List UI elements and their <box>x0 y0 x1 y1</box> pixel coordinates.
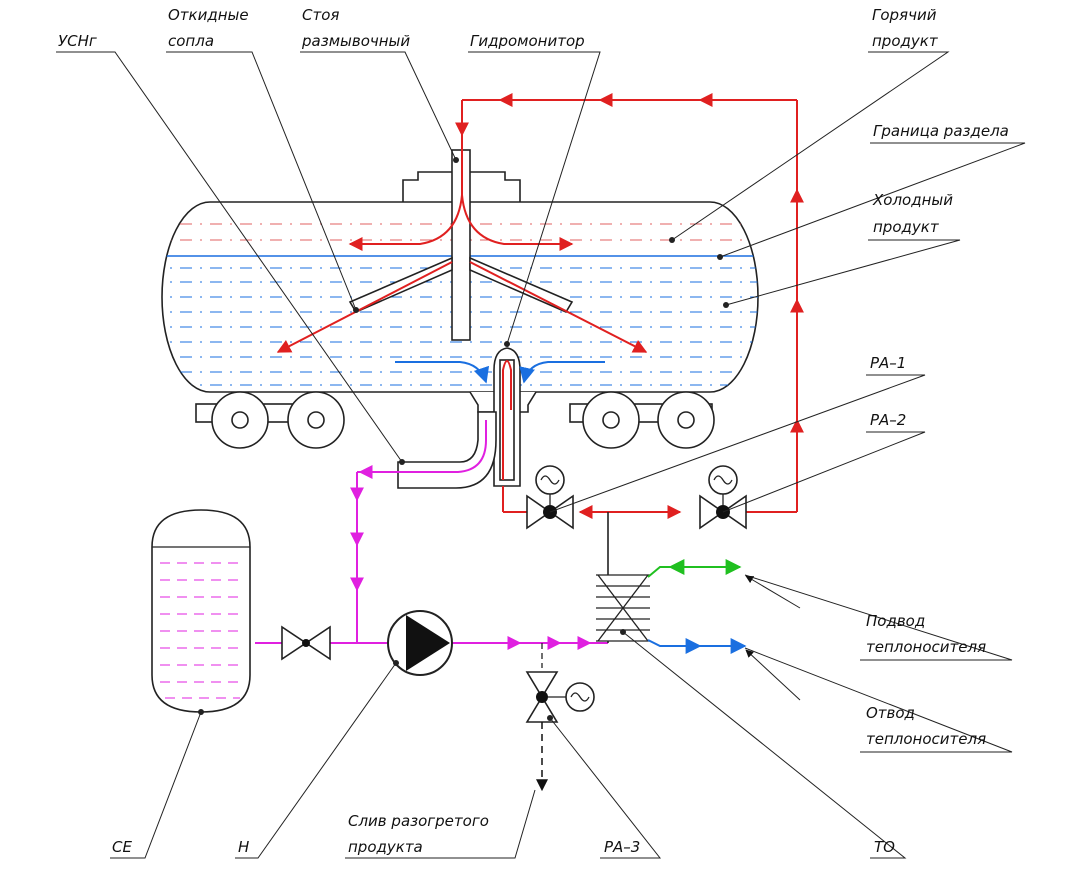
heat-exchanger <box>596 512 650 642</box>
label-nozzles-2: сопла <box>168 32 214 50</box>
leader-lines <box>56 51 1026 859</box>
washing-riser <box>348 149 574 341</box>
storage-tank-ce <box>151 509 251 715</box>
label-supply-2: теплоносителя <box>866 638 986 656</box>
label-cold-1: Холодный <box>872 191 953 209</box>
wheels <box>211 391 715 449</box>
label-usng: УСНг <box>58 32 97 50</box>
label-riser-1: Стоя <box>302 6 339 24</box>
label-ra3: РА–3 <box>604 838 640 856</box>
label-ra1: РА–1 <box>870 354 906 372</box>
label-return-2: теплоносителя <box>866 730 986 748</box>
label-to: ТО <box>874 838 895 856</box>
hydromonitor <box>493 341 521 487</box>
label-supply-1: Подвод <box>866 612 925 630</box>
cold-product-inflow <box>395 361 605 384</box>
label-riser-2: размывочный <box>301 32 410 50</box>
label-nozzles-1: Откидные <box>168 6 249 24</box>
valve-ra2 <box>699 465 747 530</box>
circulation-flow-out <box>358 420 487 479</box>
labels: УСНг Откидные сопла Стоя размывочный Гид… <box>58 6 1009 856</box>
label-drain-2: продукта <box>348 838 423 856</box>
tank-car <box>161 171 759 449</box>
usng-device <box>358 411 497 489</box>
valve-ce <box>281 625 331 661</box>
pump-n <box>387 610 453 676</box>
label-hot-1: Горячий <box>872 6 937 24</box>
label-hydromonitor: Гидромонитор <box>470 32 585 50</box>
hydromonitor-inner-flow <box>502 360 512 480</box>
label-ra2: РА–2 <box>870 411 906 429</box>
label-return-1: Отвод <box>866 704 915 722</box>
heat-supply-line <box>647 559 742 578</box>
hot-product-circuit <box>276 93 804 519</box>
label-hot-2: продукт <box>872 32 939 50</box>
valve-ra1 <box>526 465 574 530</box>
label-boundary: Граница раздела <box>873 122 1009 140</box>
label-n: Н <box>238 838 249 856</box>
label-ce: СЕ <box>112 838 132 856</box>
label-drain-1: Слив разогретого <box>348 812 489 830</box>
label-cold-2: продукт <box>873 218 940 236</box>
drain-branch <box>525 643 595 792</box>
